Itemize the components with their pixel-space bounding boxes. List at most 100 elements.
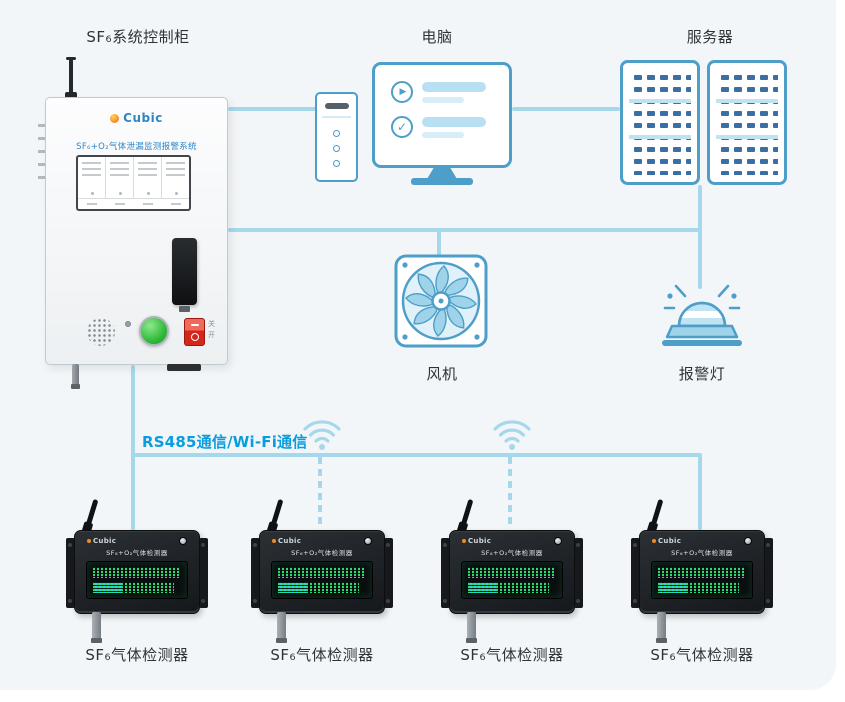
gas-detector-2: Cubic SF₆+O₂气体检测器 [247,498,397,643]
line-cabinet-to-computer [228,107,316,111]
cabinet-power-switch [184,318,205,346]
switch-off-label: 关 [208,320,215,328]
monitor-stand-base [411,178,473,185]
wifi-icon [493,420,531,450]
display-row [658,567,746,578]
mounting-flange-left [631,538,640,608]
gas-detector-4: Cubic SF₆+O₂气体检测器 [627,498,777,643]
detector-top-row: Cubic [640,531,764,545]
cabinet-indicator-led [125,321,131,327]
detector-probe [656,612,667,643]
mounting-flange-right [199,538,208,608]
detector-top-row: Cubic [260,531,384,545]
server-label: 服务器 [686,28,734,46]
alarm-label: 报警灯 [678,365,726,383]
mounting-flange-left [251,538,260,608]
cabinet-handle-notch [179,306,190,312]
detector-display [271,561,373,599]
detector-label: SF₆气体检测器 [460,646,564,664]
panel-cell [106,157,134,198]
tower-divider [322,116,351,118]
text-bar [422,132,464,138]
detector-brand-text: Cubic [93,537,117,545]
detector-body: Cubic SF₆+O₂气体检测器 [74,530,200,614]
display-row [278,582,359,593]
play-icon: ▶ [391,81,413,103]
cabinet-bottom-probe [71,364,80,389]
dashed-line-to-detector-3 [508,457,512,527]
detector-brand-text: Cubic [278,537,302,545]
cabinet-antenna [66,57,76,99]
detector-title: SF₆+O₂气体检测器 [481,549,543,557]
detector-title: SF₆+O₂气体检测器 [291,549,353,557]
text-bar [422,97,464,103]
mounting-flange-left [66,538,75,608]
tower-dot [333,145,340,152]
panel-bottom-strip [78,198,189,209]
server-rack-1 [620,60,700,185]
detector-label: SF₆气体检测器 [270,646,374,664]
monitor-text-bars [422,81,486,103]
display-cyan-segment [660,582,686,593]
monitor-text-bars [422,116,486,138]
fan-icon [394,254,488,348]
line-to-fan [437,230,441,256]
gas-detector-1: Cubic SF₆+O₂气体检测器 [62,498,212,643]
panel-cells [78,157,189,198]
pc-tower [315,92,358,182]
line-to-detector-4 [698,455,702,530]
tower-dot [333,160,340,167]
detector-probe [276,612,287,643]
monitor-stand-neck [427,168,457,179]
cabinet-antenna-base [65,92,77,100]
line-cabinet-to-alarm [228,228,702,232]
brand-dot-icon [110,114,120,123]
detector-probe [91,612,102,643]
mounting-flange-right [384,538,393,608]
switch-on-label: 开 [208,331,215,339]
panel-cell [162,157,189,198]
line-server-to-alarm [698,185,702,289]
detector-title: SF₆+O₂气体检测器 [671,549,733,557]
panel-cell [78,157,106,198]
detector-brand-text: Cubic [468,537,492,545]
mounting-flange-right [574,538,583,608]
display-row [93,567,181,578]
line-computer-to-server [512,107,620,111]
fan-label: 风机 [426,365,458,383]
comm-protocol-label: RS485通信/Wi-Fi通信 [142,433,308,451]
cabinet-foot [167,364,201,371]
gas-detector-3: Cubic SF₆+O₂气体检测器 [437,498,587,643]
display-cyan-segment [280,582,306,593]
detector-top-row: Cubic [75,531,199,545]
diagram-canvas: SF₆系统控制柜 电脑 服务器 风机 报警灯 RS485通信/Wi-Fi通信 C… [0,0,836,690]
monitor-list-item: ▶ [391,81,509,103]
mounting-flange-left [441,538,450,608]
display-cyan-segment [95,582,121,593]
detector-brand-text: Cubic [658,537,682,545]
brand-dot-icon [87,539,91,543]
tower-drive-slot [324,103,349,109]
detector-brand-logo: Cubic [462,537,491,545]
detector-led [744,537,752,545]
detector-brand-logo: Cubic [87,537,116,545]
detector-display [651,561,753,599]
switch-labels: 关 开 [208,319,215,341]
display-row [278,567,366,578]
cabinet-brand-text: Cubic [123,111,163,125]
detector-display [86,561,188,599]
detector-led [554,537,562,545]
computer-label: 电脑 [421,28,453,46]
brand-dot-icon [462,539,466,543]
detector-led [364,537,372,545]
dashed-line-to-detector-2 [318,457,322,527]
tower-buttons [317,130,356,167]
monitor-screen: ▶ ✓ [372,62,512,168]
cabinet-vents [38,124,46,180]
detector-body: Cubic SF₆+O₂气体检测器 [449,530,575,614]
text-bar [422,117,486,127]
monitor-list-item: ✓ [391,116,509,138]
control-cabinet: Cubic SF₆+O₂气体泄漏监测报警系统 关 开 [45,97,228,365]
cabinet-handle [172,238,197,305]
brand-dot-icon [652,539,656,543]
